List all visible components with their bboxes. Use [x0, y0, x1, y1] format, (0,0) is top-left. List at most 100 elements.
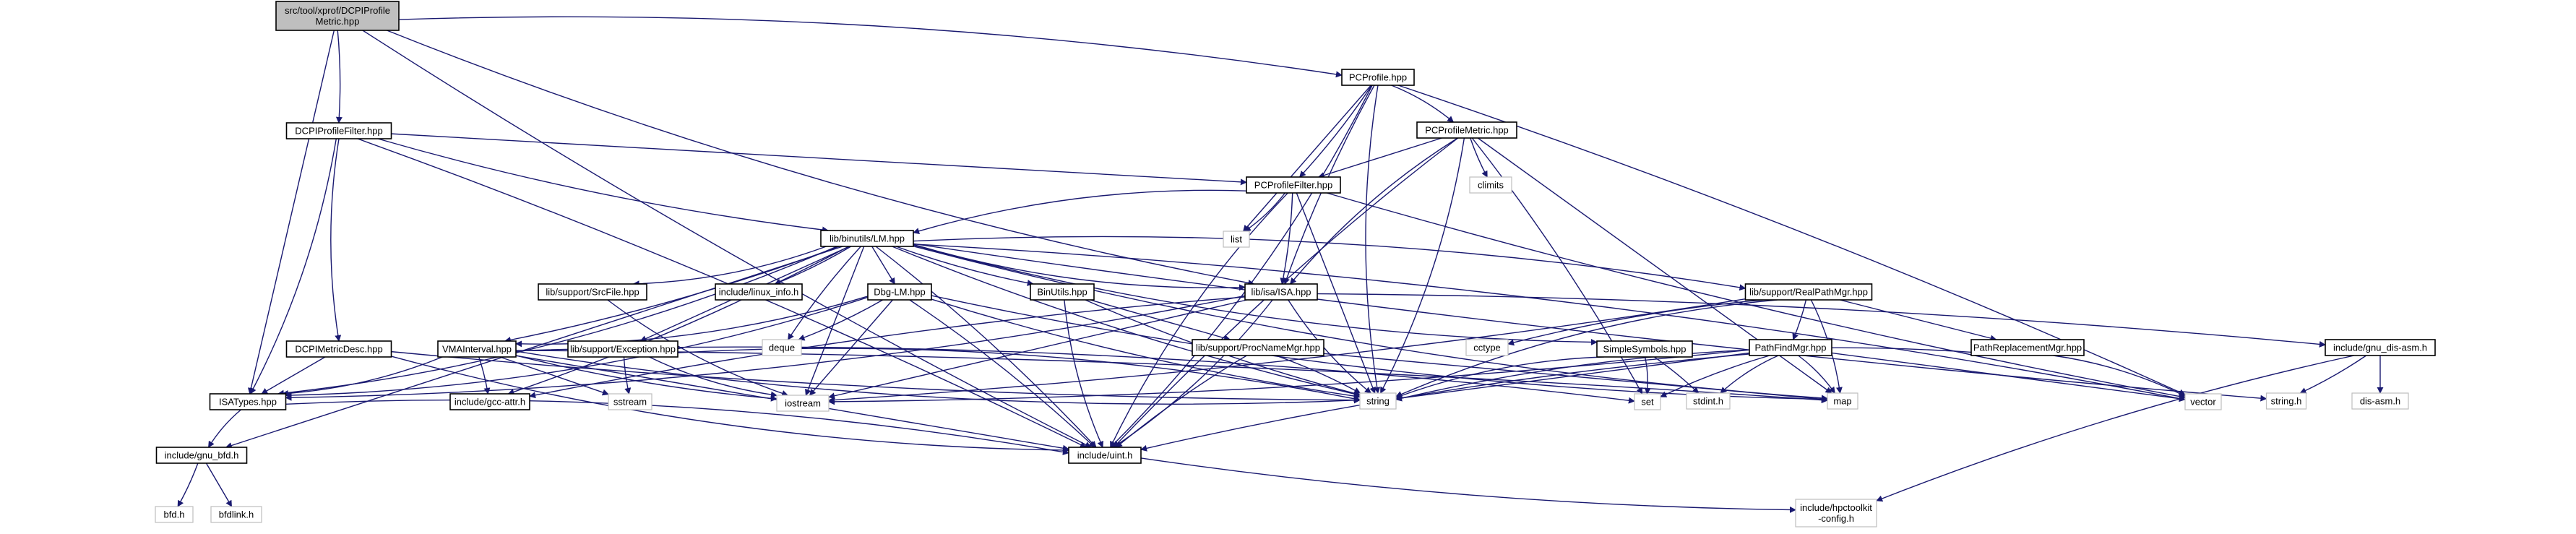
edge-pcprofilemetric-to-pcprofilefilter — [1317, 137, 1442, 178]
node-gccattr[interactable]: include/gcc-attr.h — [449, 393, 530, 410]
node-box — [1223, 231, 1250, 248]
node-simplesymbols[interactable]: SimpleSymbols.hpp — [1596, 340, 1693, 358]
edge-vmainterval-to-set — [515, 346, 1635, 404]
node-box — [1416, 121, 1517, 139]
node-label: src/tool/xprof/DCPIProfile — [285, 5, 390, 16]
edge-vmainterval-to-gccattr — [478, 356, 491, 395]
edge-exception-to-sstream — [623, 356, 632, 395]
node-box — [1244, 283, 1318, 301]
node-dbglm[interactable]: Dbg-LM.hpp — [867, 283, 932, 301]
node-label: PathFindMgr.hpp — [1754, 343, 1826, 353]
node-box — [1795, 499, 1877, 527]
node-box — [437, 340, 517, 358]
nodes-layer: src/tool/xprof/DCPIProfileMetric.hppPCPr… — [155, 1, 2436, 527]
node-pathfindmgr[interactable]: PathFindMgr.hpp — [1749, 339, 1832, 356]
node-box — [1030, 283, 1095, 301]
edge-pcprofilefilter-to-lm — [913, 189, 1247, 235]
node-box — [1068, 447, 1142, 464]
node-bfdlink: bfdlink.h — [210, 506, 262, 523]
node-box — [210, 506, 262, 523]
node-box — [867, 283, 932, 301]
node-label: lib/support/SrcFile.hpp — [546, 287, 639, 298]
node-dcpimetricdesc[interactable]: DCPIMetricDesc.hpp — [285, 340, 392, 358]
node-iostream: iostream — [776, 395, 830, 412]
edge-pathfindmgr-to-string — [1395, 352, 1750, 402]
node-climits: climits — [1469, 176, 1512, 194]
node-box — [1359, 392, 1397, 410]
node-sstream: sstream — [608, 393, 652, 410]
node-set: set — [1634, 393, 1661, 410]
node-box — [2265, 392, 2307, 410]
edge-pcprofilefilter-to-uint — [1110, 192, 1288, 448]
edge-lm-to-map — [913, 245, 1828, 402]
node-linuxinfo[interactable]: include/linux_info.h — [715, 283, 803, 301]
node-label: DCPIProfileFilter.hpp — [295, 126, 382, 137]
node-pcprofilemetric[interactable]: PCProfileMetric.hpp — [1416, 121, 1517, 139]
node-gnubfd[interactable]: include/gnu_bfd.h — [155, 447, 248, 464]
node-isatypes[interactable]: ISATypes.hpp — [209, 393, 287, 410]
edge-root-to-dcpiprofilefilter — [335, 30, 343, 124]
node-gnudisasm[interactable]: include/gnu_dis-asm.h — [2325, 339, 2436, 356]
node-procnamemgr[interactable]: lib/support/ProcNameMgr.hpp — [1192, 339, 1324, 356]
edge-realpathmgr-to-cctype — [1507, 299, 1763, 346]
node-box — [762, 339, 802, 356]
edge-procnamemgr-to-map — [1323, 353, 1828, 402]
node-label: PathReplacementMgr.hpp — [1973, 343, 2082, 353]
node-box — [1596, 340, 1693, 358]
node-label: lib/support/Exception.hpp — [570, 344, 676, 355]
edge-dcpiprofilefilter-to-lm — [377, 138, 829, 233]
edge-realpathmgr-to-pathreplacementmgr — [1840, 299, 1997, 342]
node-label: vector — [2190, 397, 2216, 408]
node-box — [285, 122, 392, 139]
edge-isa-to-string — [1288, 299, 1371, 394]
edge-lm-to-gnubfd — [225, 246, 843, 449]
edge-simplesymbols-to-stdint — [1654, 356, 1700, 394]
edge-simplesymbols-to-string — [1395, 356, 1604, 399]
edge-isatypes-to-gnubfd — [207, 409, 241, 448]
edge-dbglm-to-vmainterval — [515, 296, 869, 348]
node-vmainterval[interactable]: VMAInterval.hpp — [437, 340, 517, 358]
node-isa[interactable]: lib/isa/ISA.hpp — [1244, 283, 1318, 301]
node-pcprofile[interactable]: PCProfile.hpp — [1341, 69, 1415, 86]
node-pcprofilefilter[interactable]: PCProfileFilter.hpp — [1246, 176, 1341, 194]
node-uint[interactable]: include/uint.h — [1068, 447, 1142, 464]
node-label: Dbg-LM.hpp — [874, 287, 926, 298]
edge-root-to-isatypes — [248, 30, 335, 395]
node-realpathmgr[interactable]: lib/support/RealPathMgr.hpp — [1744, 283, 1873, 301]
node-dcpiprofilefilter[interactable]: DCPIProfileFilter.hpp — [285, 122, 392, 139]
node-exception[interactable]: lib/support/Exception.hpp — [567, 340, 679, 358]
edges-layer — [177, 16, 2384, 513]
edge-realpathmgr-to-pathfindmgr — [1792, 299, 1807, 340]
node-srcfile[interactable]: lib/support/SrcFile.hpp — [538, 283, 647, 301]
node-label: include/gnu_dis-asm.h — [2333, 343, 2427, 353]
edge-isa-to-gccattr — [529, 296, 1246, 399]
node-lm[interactable]: lib/binutils/LM.hpp — [820, 230, 914, 247]
edge-lm-to-dbglm — [871, 246, 895, 285]
node-label: include/gcc-attr.h — [455, 397, 525, 408]
node-label: ISATypes.hpp — [219, 397, 277, 408]
node-label: include/linux_info.h — [719, 287, 799, 298]
edge-pcprofilefilter-to-list — [1244, 192, 1285, 232]
node-label: PCProfileMetric.hpp — [1425, 125, 1509, 136]
node-box — [1744, 283, 1873, 301]
edge-lm-to-deque — [788, 246, 861, 340]
edge-gnudisasm-to-stringh — [2299, 355, 2367, 394]
edge-isa-to-iostream — [828, 299, 1247, 400]
edge-pathfindmgr-to-iostream — [828, 349, 1750, 405]
edge-dbglm-to-string — [931, 298, 1361, 400]
node-label: lib/isa/ISA.hpp — [1251, 287, 1311, 298]
node-label: string.h — [2271, 396, 2302, 407]
node-box — [538, 283, 647, 301]
edge-pathfindmgr-to-set — [1660, 355, 1770, 397]
edge-pathfindmgr-to-vector — [1831, 352, 2186, 402]
node-cctype: cctype — [1465, 339, 1509, 356]
node-label: lib/support/RealPathMgr.hpp — [1749, 287, 1868, 298]
edge-vmainterval-to-isatypes — [281, 356, 443, 397]
node-label: string — [1366, 396, 1390, 407]
node-label: set — [1641, 397, 1654, 408]
node-pathreplacementmgr[interactable]: PathReplacementMgr.hpp — [1970, 339, 2085, 356]
edge-dcpimetricdesc-to-string — [391, 350, 1361, 404]
node-binutils[interactable]: BinUtils.hpp — [1030, 283, 1095, 301]
